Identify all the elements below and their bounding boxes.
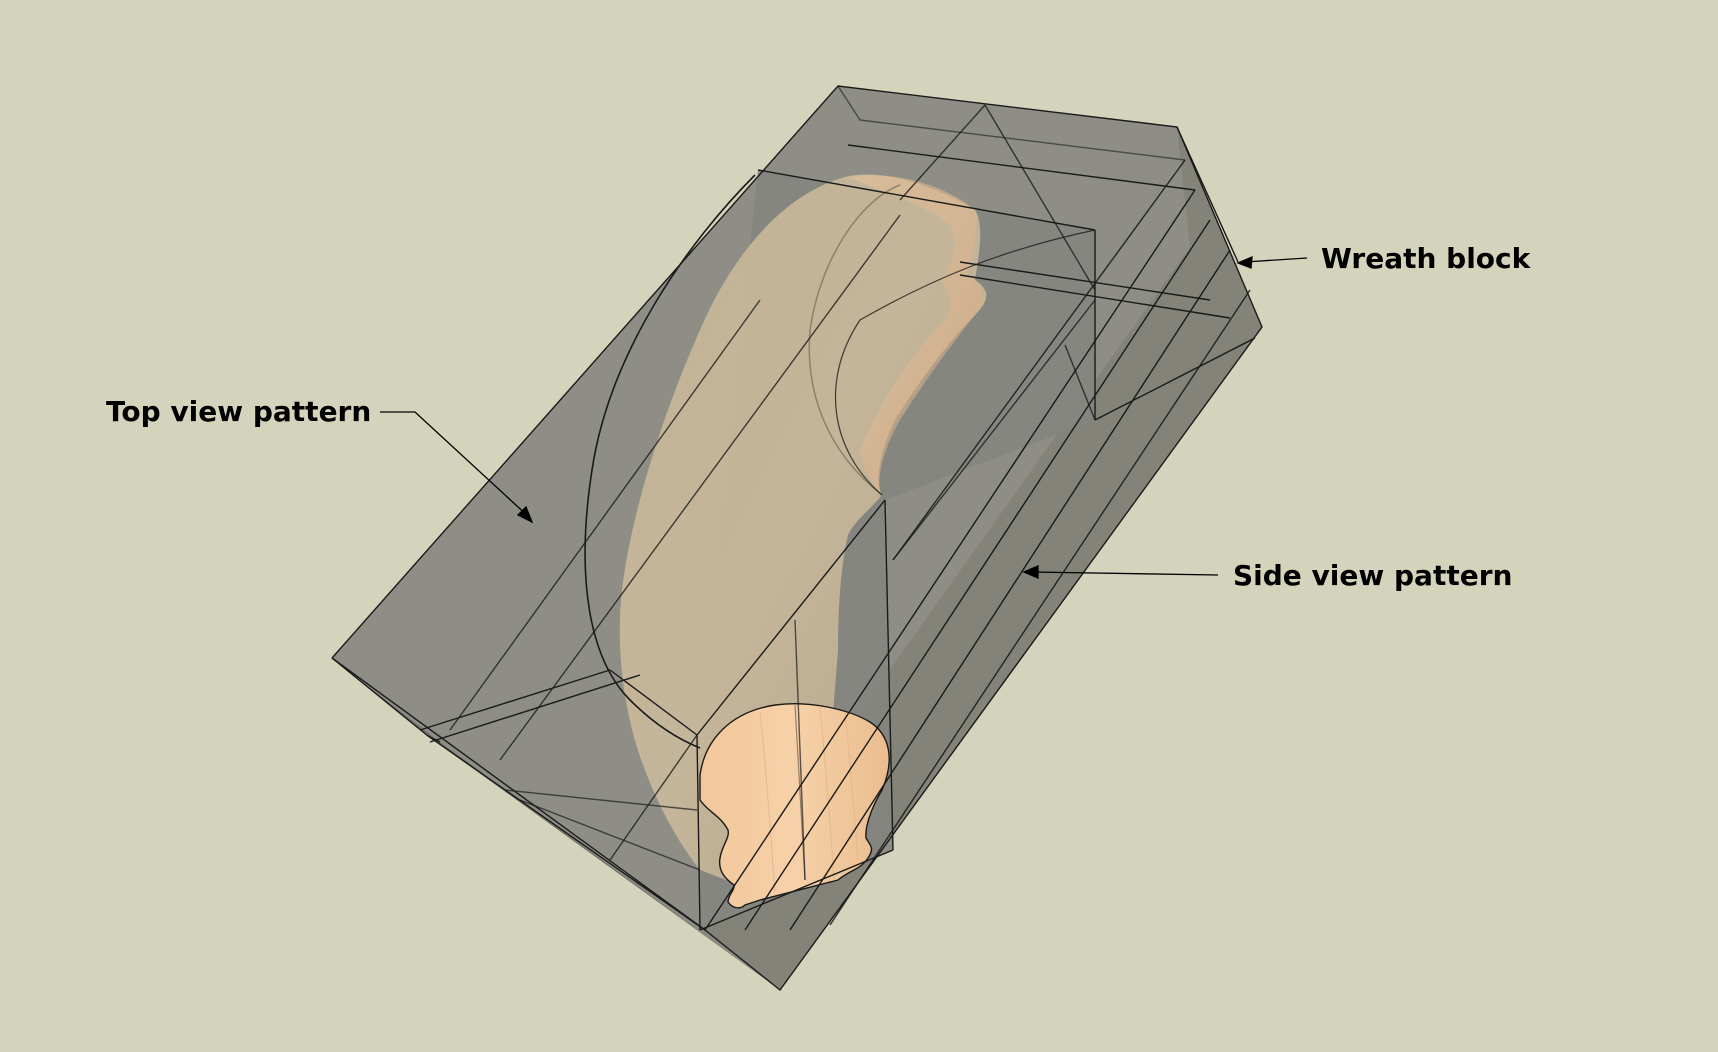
top-view-arrowhead: [516, 505, 534, 524]
handrail-wreath: [619, 174, 987, 891]
handrail-end-grain-lines: [759, 705, 859, 894]
top-view-leader: [380, 411, 531, 519]
top-view-pattern-label: Top view pattern: [106, 395, 372, 428]
handrail-end-grain: [699, 702, 890, 909]
side-view-pattern-label: Side view pattern: [1233, 559, 1513, 592]
handrail-top-end: [848, 175, 984, 495]
top-view-pattern-curve-inner: [834, 229, 1096, 496]
callouts: [380, 255, 1308, 579]
wreath-block-leader: [1244, 257, 1308, 263]
block-outline: [331, 85, 1263, 992]
handrail-inner-curve: [808, 184, 901, 496]
handrail-end-profile: [699, 702, 890, 909]
block-edges: [331, 85, 1263, 992]
side-view-arrowhead: [1022, 565, 1039, 579]
side-view-leader: [1031, 571, 1219, 576]
wreath-block-arrowhead: [1236, 255, 1253, 269]
top-view-pattern-curve: [584, 174, 756, 749]
handrail-body: [619, 174, 987, 891]
wreath-block-label: Wreath block: [1321, 242, 1531, 275]
